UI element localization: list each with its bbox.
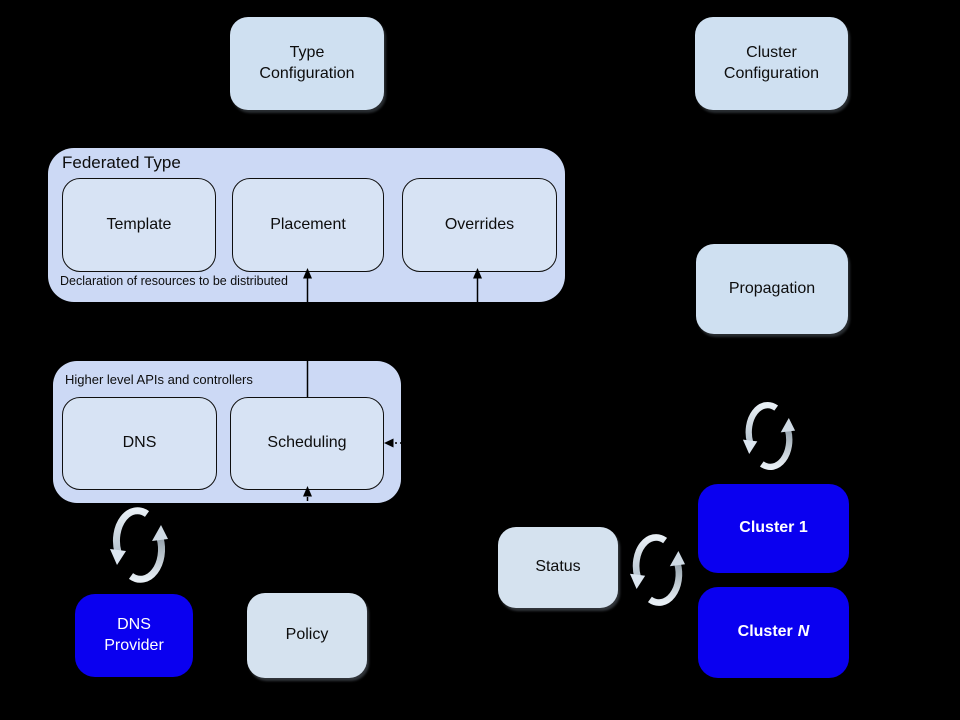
- node-scheduling: Scheduling: [230, 397, 384, 490]
- node-label: Overrides: [444, 215, 515, 233]
- group-title: Higher level APIs and controllers: [65, 372, 253, 387]
- node-label: Configuration: [723, 64, 820, 82]
- sync-arrows-icon: [630, 537, 685, 602]
- node-label: Template: [106, 215, 172, 233]
- node-dns: DNS: [62, 397, 217, 490]
- sync-arrows-icon: [110, 511, 168, 580]
- group-federated-type: Federated Type Template Placement Overri…: [48, 148, 565, 302]
- group-title: Federated Type: [62, 153, 181, 172]
- node-status: Status: [498, 527, 618, 608]
- node-label: Placement: [270, 215, 346, 233]
- node-label: Cluster: [737, 623, 793, 641]
- node-label: Provider: [104, 636, 164, 654]
- node-cluster-configuration: Cluster Configuration: [695, 17, 848, 110]
- node-label: Type: [289, 43, 325, 61]
- node-dns-provider: DNS Provider: [75, 594, 193, 677]
- sync-arrows-icon: [743, 405, 795, 467]
- node-label-italic: N: [797, 623, 810, 641]
- node-propagation: Propagation: [696, 244, 848, 334]
- node-label: DNS: [117, 615, 151, 633]
- node-template: Template: [62, 178, 216, 272]
- node-cluster-n: Cluster N: [698, 587, 849, 678]
- node-label: Propagation: [728, 279, 816, 297]
- node-placement: Placement: [232, 178, 384, 272]
- node-label: Cluster: [746, 43, 797, 61]
- node-label: Status: [535, 558, 581, 576]
- node-label: DNS: [122, 434, 157, 452]
- node-label: Policy: [285, 626, 329, 644]
- node-policy: Policy: [247, 593, 367, 678]
- node-type-configuration: Type Configuration: [230, 17, 384, 110]
- node-label: Scheduling: [267, 434, 347, 452]
- node-cluster-1: Cluster 1: [698, 484, 849, 573]
- node-label: Configuration: [259, 64, 355, 82]
- node-label: Cluster 1: [739, 519, 808, 537]
- node-overrides: Overrides: [402, 178, 557, 272]
- group-higher-level-apis: Higher level APIs and controllers DNS Sc…: [53, 361, 401, 503]
- group-caption: Declaration of resources to be distribut…: [60, 274, 288, 288]
